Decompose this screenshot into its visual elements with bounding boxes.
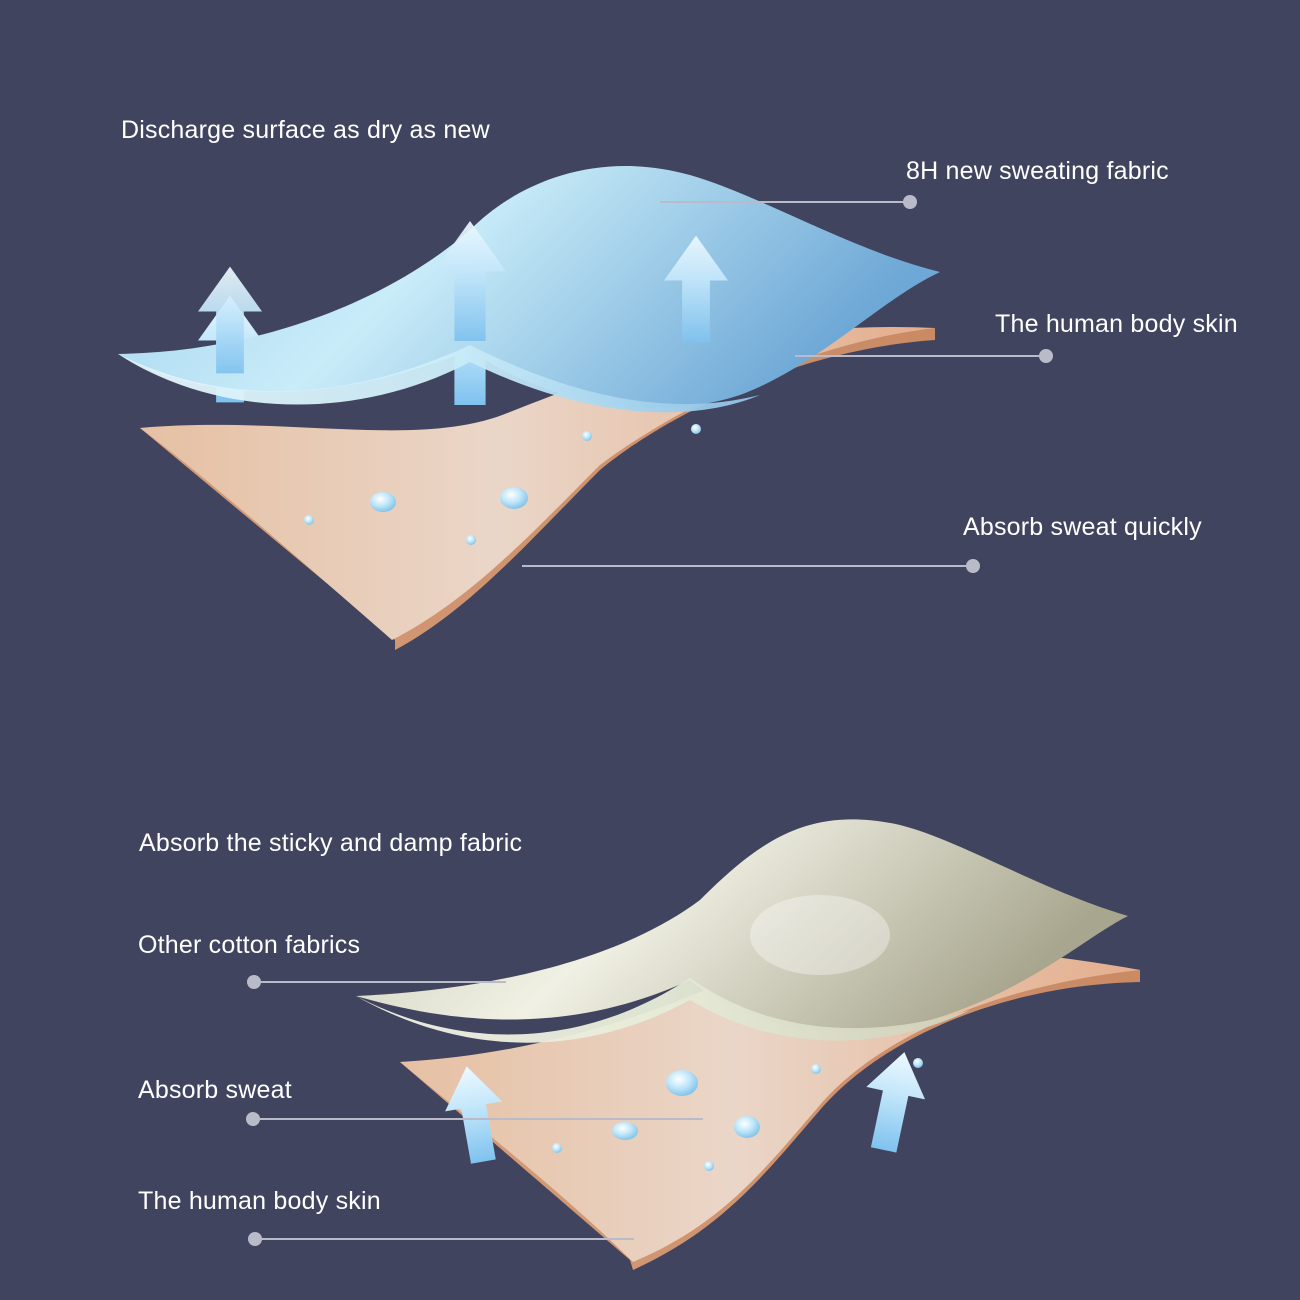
bottom-cotton-fabric-layer <box>356 819 1128 1043</box>
new-sweating-fabric-label: 8H new sweating fabric <box>906 157 1169 185</box>
top-leader-lines <box>522 195 1053 573</box>
top-sweat-droplets <box>304 424 701 545</box>
discharge-surface-label: Discharge surface as dry as new <box>121 116 490 144</box>
other-cotton-fabrics-label: Other cotton fabrics <box>138 931 361 959</box>
bottom-human-skin-label: The human body skin <box>138 1187 381 1215</box>
top-human-skin-label: The human body skin <box>995 310 1238 338</box>
top-new-fabric-layer <box>118 166 940 413</box>
absorb-sweat-label: Absorb sweat <box>138 1076 292 1104</box>
absorb-sweat-quickly-label: Absorb sweat quickly <box>963 513 1202 541</box>
top-skin-layer <box>140 326 935 650</box>
bottom-diagram <box>246 819 1140 1270</box>
bottom-leader-lines <box>246 975 703 1246</box>
top-diagram <box>118 166 1053 650</box>
sticky-damp-fabric-label: Absorb the sticky and damp fabric <box>139 829 523 857</box>
bottom-skin-layer <box>400 950 1140 1270</box>
bottom-sweat-droplets <box>552 1058 923 1171</box>
